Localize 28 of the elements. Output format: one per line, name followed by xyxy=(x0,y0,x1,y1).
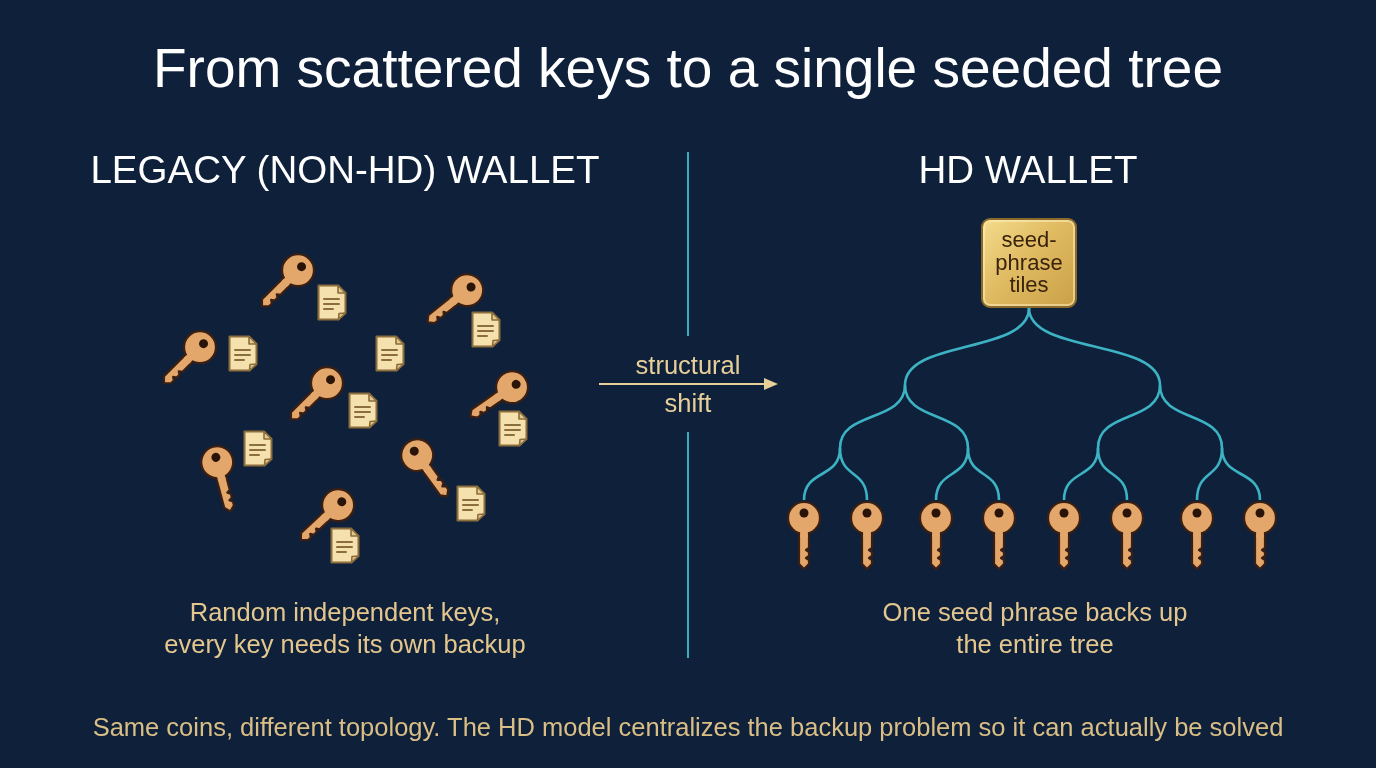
branch-line xyxy=(838,384,907,449)
arrow-label: shift xyxy=(663,391,713,416)
key-icon xyxy=(1046,500,1082,570)
key-icon xyxy=(786,500,822,570)
description-text: Random independent keys, every key needs its own backup xyxy=(163,597,527,660)
key-icon xyxy=(918,500,954,570)
branch-line xyxy=(1096,384,1162,449)
branch-line xyxy=(966,447,1001,501)
key-icon xyxy=(1109,500,1145,570)
key-icon xyxy=(981,500,1017,570)
title-text: From scattered keys to a single seeded tree xyxy=(152,36,1224,101)
section-heading: LEGACY (NON-HD) WALLET xyxy=(89,147,601,193)
seed-phrase-tile: seed-phrase tiles xyxy=(981,218,1077,308)
branch-line xyxy=(1096,447,1129,501)
branch-line xyxy=(838,447,869,501)
branch-line xyxy=(1220,447,1262,501)
branch-line xyxy=(903,384,970,449)
key-icon xyxy=(1242,500,1278,570)
arrow-label: structural xyxy=(634,353,742,378)
branch-line xyxy=(903,307,1031,386)
branch-line xyxy=(1158,384,1224,449)
key-icon xyxy=(1179,500,1215,570)
branch-line xyxy=(1027,307,1162,386)
key-icon xyxy=(849,500,885,570)
caption-text: Same coins, different topology. The HD model centralizes the backup problem so it can actually be solved xyxy=(91,712,1285,743)
section-heading: HD WALLET xyxy=(917,147,1139,193)
branch-line xyxy=(802,447,842,501)
description-text: One seed phrase backs up the entire tree xyxy=(881,597,1189,660)
